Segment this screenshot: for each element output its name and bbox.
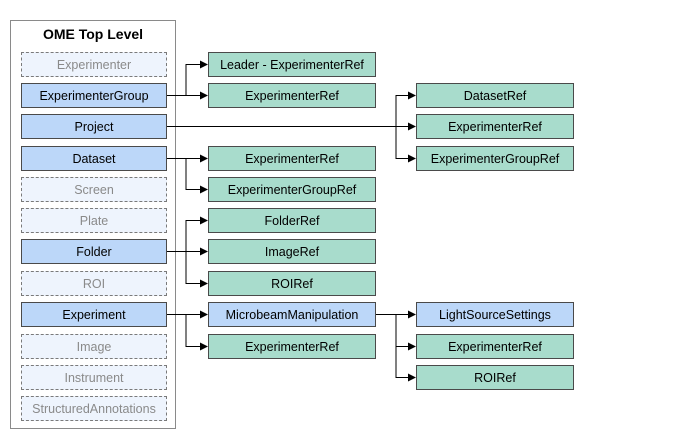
edge-project-groupref (395, 126, 416, 163)
edge-project-datasetref (395, 91, 416, 127)
node-instrument: Instrument (21, 365, 167, 390)
node-plate: Plate (21, 208, 167, 233)
panel-title: OME Top Level (42, 26, 144, 42)
node-group-experimenterref: ExperimenterRef (208, 83, 376, 108)
node-roi: ROI (21, 271, 167, 296)
node-structuredannotations: StructuredAnnotations (21, 396, 167, 421)
node-leader-experimenterref: Leader - ExperimenterRef (208, 52, 376, 77)
node-folderref: FolderRef (208, 208, 376, 233)
node-lightsourcesettings: LightSourceSettings (416, 302, 574, 327)
node-screen: Screen (21, 177, 167, 202)
edge-folder-roiref (185, 251, 208, 288)
edge-microbeam-experimenterref (395, 314, 416, 351)
edge-group-leader (185, 60, 208, 96)
node-microbeammanipulation: MicrobeamManipulation (208, 302, 376, 327)
node-project: Project (21, 114, 167, 139)
node-project-experimentergroupref: ExperimenterGroupRef (416, 146, 574, 171)
node-experimentergroup: ExperimenterGroup (21, 83, 167, 108)
edge-experiment-experimenterref (185, 314, 208, 351)
edge-folder-folderref (185, 216, 208, 252)
node-project-experimenterref: ExperimenterRef (416, 114, 574, 139)
node-dataset: Dataset (21, 146, 167, 171)
node-imageref: ImageRef (208, 239, 376, 264)
node-folder-roiref: ROIRef (208, 271, 376, 296)
node-experiment: Experiment (21, 302, 167, 327)
node-datasetref: DatasetRef (416, 83, 574, 108)
node-experimenter: Experimenter (21, 52, 167, 77)
node-dataset-experimenterref: ExperimenterRef (208, 146, 376, 171)
node-microbeam-roiref: ROIRef (416, 365, 574, 390)
node-microbeam-experimenterref: ExperimenterRef (416, 334, 574, 359)
node-folder: Folder (21, 239, 167, 264)
edge-microbeam-roiref (395, 314, 416, 382)
edge-dataset-groupref (185, 158, 208, 194)
node-image: Image (21, 334, 167, 359)
node-dataset-experimentergroupref: ExperimenterGroupRef (208, 177, 376, 202)
node-experiment-experimenterref: ExperimenterRef (208, 334, 376, 359)
